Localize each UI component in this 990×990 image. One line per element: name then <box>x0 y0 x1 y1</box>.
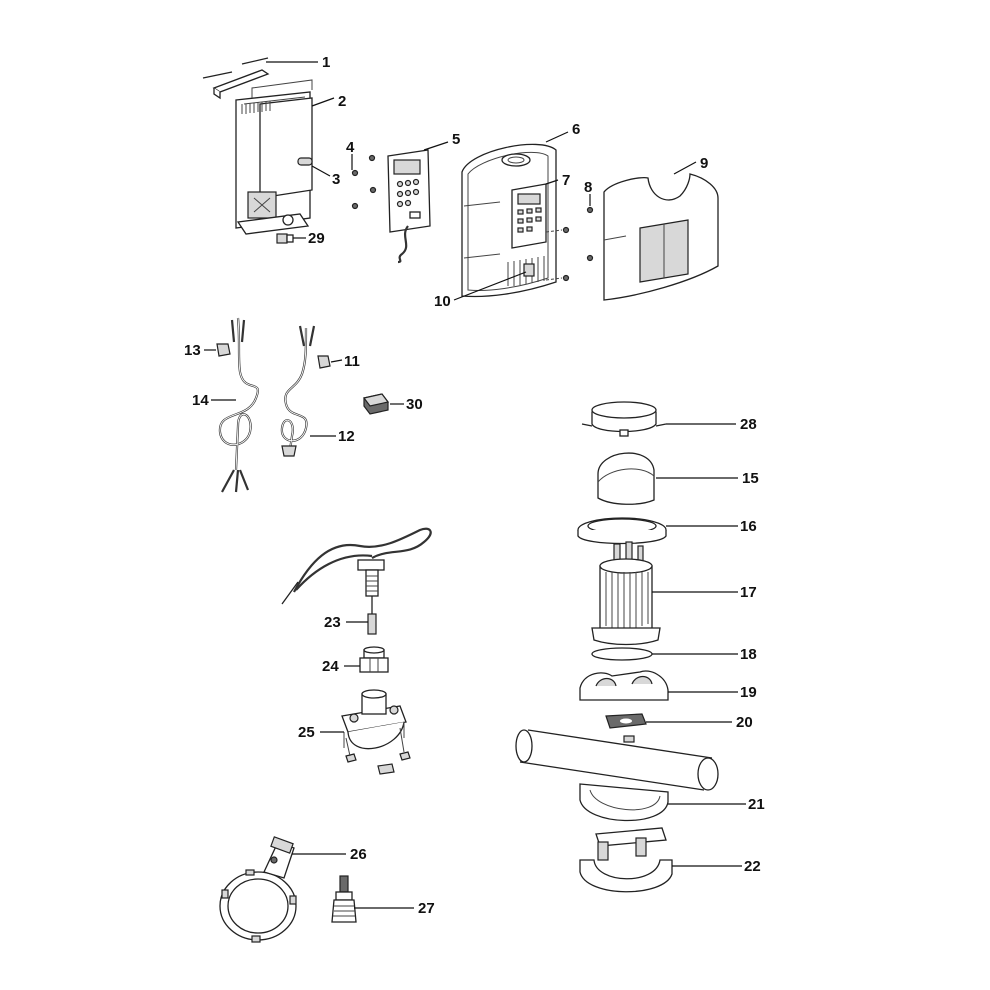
callout-15: 15 <box>742 470 759 487</box>
callout-11: 11 <box>344 353 360 370</box>
callout-1: 1 <box>322 54 330 71</box>
callout-9: 9 <box>700 155 708 172</box>
power-supply-part-2 <box>235 79 313 235</box>
leader-lines <box>204 61 746 909</box>
callout-22: 22 <box>744 858 761 875</box>
dome-cover-part-15 <box>597 452 655 505</box>
wire-nut-part-13 <box>216 343 231 357</box>
callout-8: 8 <box>584 179 592 196</box>
wire-nut-part-11 <box>317 355 331 369</box>
callout-14: 14 <box>192 392 209 409</box>
cap-part-28 <box>581 401 667 437</box>
adapter-fitting-part-24 <box>359 646 389 673</box>
front-cover-part-9 <box>603 173 719 301</box>
callout-13: 13 <box>184 342 201 359</box>
callout-27: 27 <box>418 900 435 917</box>
callout-4: 4 <box>346 139 355 156</box>
callout-3: 3 <box>332 171 340 188</box>
callout-6: 6 <box>572 121 580 138</box>
callout-5: 5 <box>452 131 460 148</box>
callout-30: 30 <box>406 396 423 413</box>
callout-26: 26 <box>350 846 367 863</box>
callout-17: 17 <box>740 584 757 601</box>
callout-7: 7 <box>562 172 570 189</box>
keypad-overlay-part-7 <box>511 183 547 249</box>
power-cord-part-12 <box>280 325 316 457</box>
callout-labels: 1 2 3 4 5 6 7 8 9 10 11 12 13 14 15 16 1… <box>184 54 765 917</box>
lock-ring-part-16 <box>577 517 667 545</box>
control-board-part-5 <box>387 149 431 264</box>
callout-16: 16 <box>740 518 757 535</box>
fitting-part-27 <box>331 875 357 923</box>
callout-12: 12 <box>338 428 355 445</box>
o-ring-part-18 <box>591 647 653 661</box>
callout-20: 20 <box>736 714 753 731</box>
cell-electrode-part-17 <box>591 541 661 646</box>
clamp-base-part-22 <box>579 827 673 893</box>
callout-18: 18 <box>740 646 757 663</box>
power-cord-part-14 <box>218 317 259 493</box>
callout-25: 25 <box>298 724 315 741</box>
connector-part-30 <box>362 393 390 415</box>
screws-part-4 <box>351 154 377 210</box>
fastener-part-29 <box>276 233 294 244</box>
callout-2: 2 <box>338 93 346 110</box>
clamp-bottom-part-21 <box>579 783 669 822</box>
pipe <box>515 729 719 791</box>
callout-21: 21 <box>748 796 765 813</box>
gasket-part-20 <box>605 713 647 729</box>
mounting-screws-part-1 <box>202 57 270 100</box>
callout-29: 29 <box>308 230 325 247</box>
callout-24: 24 <box>322 658 339 675</box>
callout-10: 10 <box>434 293 451 310</box>
housing-part-6 <box>461 143 557 298</box>
flow-switch-part-23 <box>281 527 432 635</box>
screws-part-8 <box>545 206 594 282</box>
callout-28: 28 <box>740 416 757 433</box>
wrench-ring-part-26 <box>219 836 297 943</box>
fuse-part-3 <box>297 157 313 166</box>
callout-19: 19 <box>740 684 757 701</box>
clamp-top-part-19 <box>579 670 669 701</box>
callout-23: 23 <box>324 614 341 631</box>
saddle-clamp-part-25 <box>341 689 411 775</box>
label-part-10 <box>523 263 535 277</box>
